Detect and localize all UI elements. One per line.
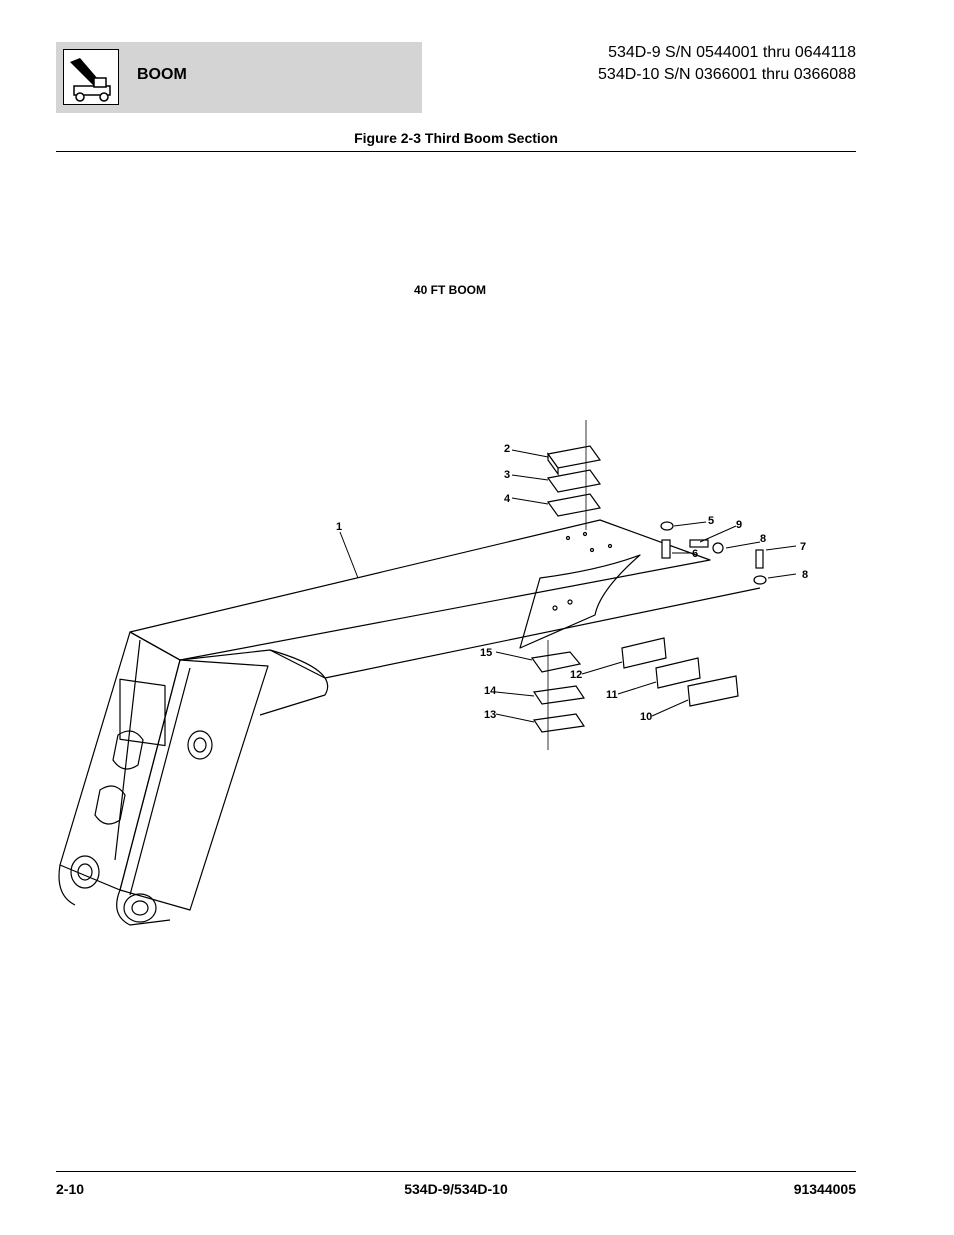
pad-13 [532, 713, 586, 733]
callout-14: 14 [484, 685, 497, 697]
model-line-1: 534D-9 S/N 0544001 thru 0644118 [608, 44, 856, 61]
callout-3: 3 [504, 469, 510, 481]
header-divider [56, 151, 856, 152]
bolt-9 [689, 539, 709, 548]
boom-top-face [129, 519, 711, 661]
pad-14 [532, 685, 586, 705]
bolt-6 [661, 539, 671, 559]
pad-11 [655, 657, 701, 689]
washer-8-lower [753, 575, 767, 585]
callout-11: 11 [606, 689, 618, 701]
page-number: 2-10 [56, 1181, 85, 1197]
figure-title: Figure 2-3 Third Boom Section [354, 130, 558, 146]
callout-2: 2 [504, 443, 510, 455]
callout-12: 12 [570, 669, 582, 681]
telehandler-icon [63, 49, 119, 105]
figure-subtitle: 40 FT BOOM [414, 283, 487, 297]
pad-12 [621, 637, 667, 669]
callout-15: 15 [480, 647, 492, 659]
callout-13: 13 [484, 709, 496, 721]
boom-nose-plate [119, 659, 269, 911]
footer-divider [56, 1171, 856, 1172]
pad-15 [530, 651, 582, 673]
wear-pad-bracket [519, 554, 641, 649]
boom-pin-hole-left [70, 855, 100, 889]
boom-pin-hole-upper [187, 730, 213, 760]
callout-9: 9 [736, 519, 742, 531]
boom-slot-2 [94, 785, 126, 825]
boom-slot-1 [112, 730, 144, 770]
model-line-2: 534D-10 S/N 0366001 thru 0366088 [598, 66, 856, 83]
boom-exploded-diagram: 1 2 3 4 5 6 7 8 8 9 10 11 12 13 14 15 [58, 420, 808, 926]
callout-1: 1 [336, 521, 342, 533]
callout-8-lower: 8 [802, 569, 808, 581]
pad-4 [546, 493, 602, 517]
boom-side-face [179, 587, 761, 679]
footer-model: 534D-9/534D-10 [404, 1181, 508, 1197]
doc-number: 91344005 [793, 1181, 856, 1197]
pad-3 [546, 469, 602, 493]
callout-7: 7 [800, 541, 806, 553]
boom-front-curve [259, 649, 329, 716]
bolt-7 [755, 549, 764, 569]
washer-5 [660, 521, 674, 531]
callout-6: 6 [692, 548, 698, 560]
callout-4: 4 [504, 493, 511, 505]
callout-10: 10 [640, 711, 652, 723]
section-title: BOOM [137, 66, 187, 83]
callout-5: 5 [708, 515, 714, 527]
boom-window [119, 678, 166, 747]
callout-8-upper: 8 [760, 533, 766, 545]
boom-pin-hole-right [123, 893, 157, 923]
model-serial-lines: 534D-9 S/N 0544001 thru 0644118 534D-10 … [598, 42, 856, 86]
pad-10 [687, 675, 739, 707]
washer-8-upper [712, 542, 724, 554]
header-section-box: BOOM [56, 42, 422, 113]
